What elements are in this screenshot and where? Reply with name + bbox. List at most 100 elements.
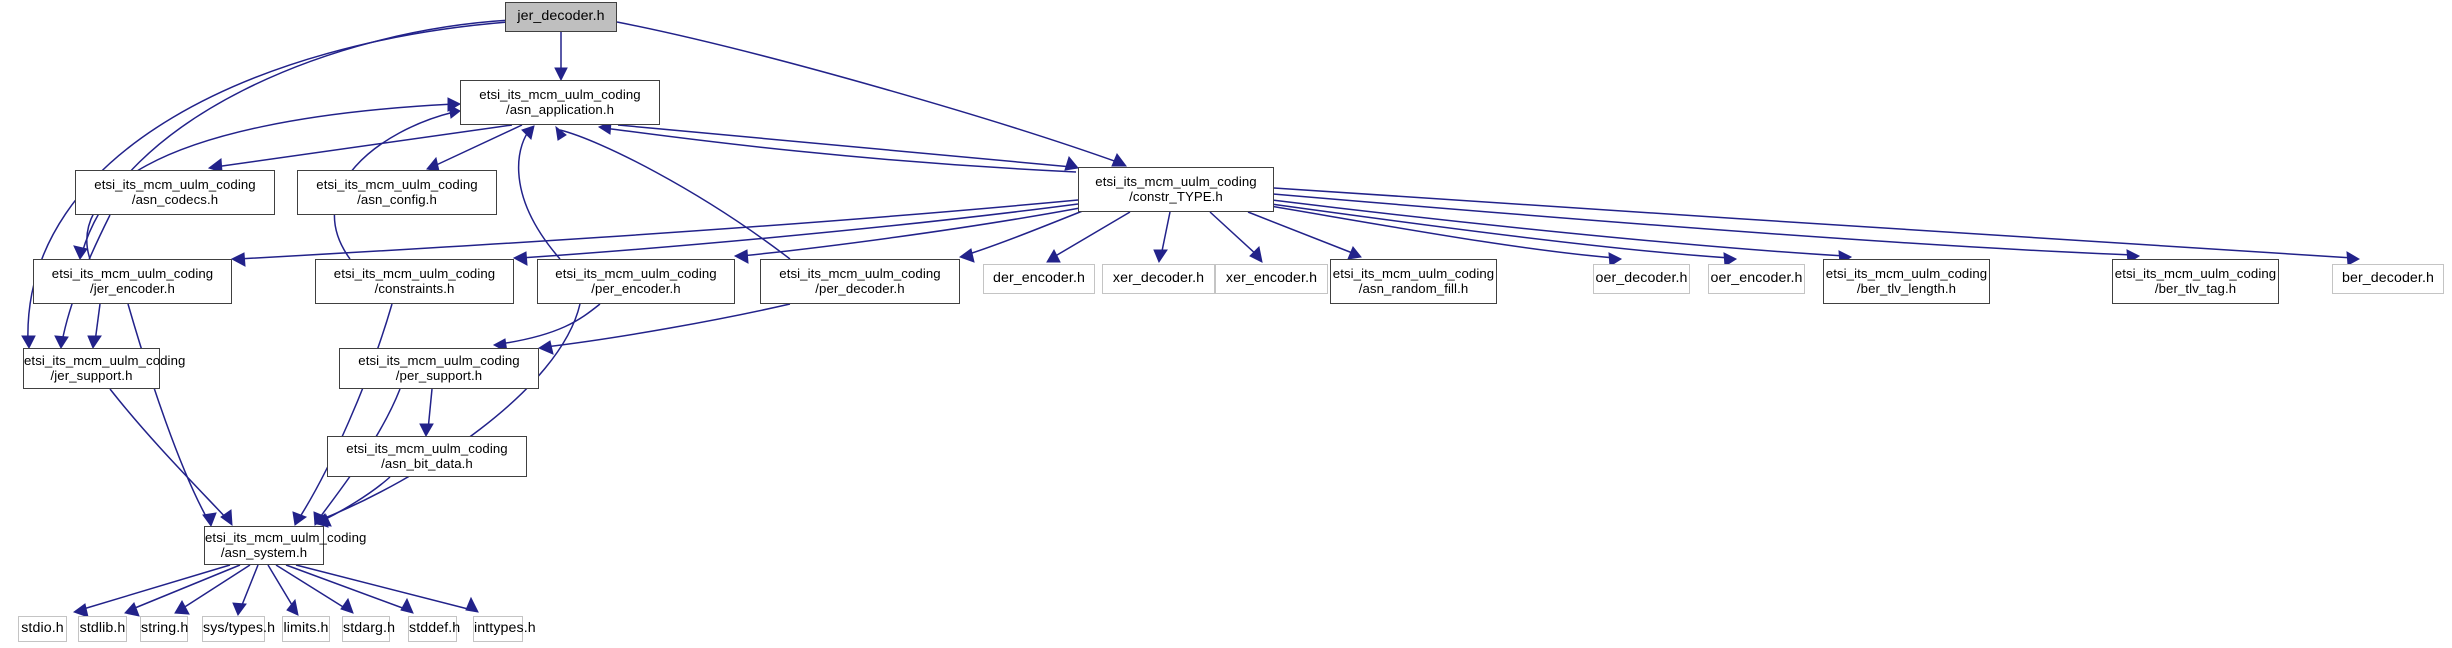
node-oer_encoder[interactable]: oer_encoder.h — [1708, 264, 1805, 294]
node-jer_support[interactable]: etsi_its_mcm_uulm_coding /jer_support.h — [23, 348, 186, 389]
node-oer_decoder[interactable]: oer_decoder.h — [1593, 264, 1690, 294]
arrowhead — [400, 597, 414, 614]
edge-asn_bit_data-to-asn_system — [315, 476, 391, 527]
node-label: string.h — [141, 620, 189, 637]
edge-per_encoder-to-per_support — [492, 303, 601, 353]
node-string[interactable]: string.h — [140, 616, 188, 642]
node-label: oer_encoder.h — [1710, 270, 1803, 287]
arrowhead — [733, 249, 749, 264]
arrowhead — [87, 335, 102, 350]
node-label: xer_decoder.h — [1112, 270, 1205, 287]
edge-constr_TYPE-to-constraints — [512, 203, 1079, 266]
edge-constr_TYPE-to-asn_random_fill — [1247, 211, 1362, 260]
node-jer_decoder[interactable]: jer_decoder.h — [505, 2, 617, 32]
node-constraints[interactable]: etsi_its_mcm_uulm_coding /constraints.h — [315, 259, 514, 304]
arrowhead — [419, 423, 434, 438]
node-label: etsi_its_mcm_uulm_coding /per_decoder.h — [779, 265, 941, 296]
node-label: stdlib.h — [79, 620, 126, 637]
node-xer_encoder[interactable]: xer_encoder.h — [1215, 264, 1328, 294]
node-inttypes[interactable]: inttypes.h — [473, 616, 536, 642]
edge-asn_application-to-asn_codecs — [207, 124, 513, 173]
node-label: etsi_its_mcm_uulm_coding /jer_support.h — [24, 352, 186, 383]
node-stdio[interactable]: stdio.h — [18, 616, 67, 642]
arrowhead — [1249, 245, 1263, 263]
arrowhead — [554, 67, 568, 82]
edge-constr_TYPE-to-xer_encoder — [1209, 211, 1263, 263]
node-ber_tlv_length[interactable]: etsi_its_mcm_uulm_coding /ber_tlv_length… — [1823, 259, 1990, 304]
edge-constr_TYPE-to-per_encoder — [733, 207, 1081, 264]
edge-constr_TYPE-to-der_encoder — [1046, 211, 1131, 263]
edge-jer_encoder-to-jer_support — [87, 303, 102, 350]
node-limits[interactable]: limits.h — [282, 616, 330, 642]
node-label: xer_encoder.h — [1225, 270, 1318, 287]
node-label: limits.h — [283, 620, 329, 637]
node-label: ber_decoder.h — [2341, 270, 2434, 287]
edge-asn_system-to-stdlib — [124, 564, 241, 617]
node-label: etsi_its_mcm_uulm_coding /constraints.h — [333, 265, 496, 296]
arrowhead — [512, 251, 528, 266]
edge-jer_decoder-to-jer_encoder — [73, 19, 513, 260]
node-per_decoder[interactable]: etsi_its_mcm_uulm_coding /per_decoder.h — [760, 259, 960, 304]
edge-constr_TYPE-to-xer_decoder — [1153, 211, 1171, 264]
node-stddef[interactable]: stddef.h — [408, 616, 460, 642]
node-label: etsi_its_mcm_uulm_coding /ber_tlv_length… — [1825, 265, 1988, 296]
node-systypes[interactable]: sys/types.h — [202, 616, 276, 642]
arrowhead — [521, 125, 535, 140]
edge-jer_encoder-to-asn_system — [127, 303, 217, 528]
arrowhead — [73, 245, 88, 260]
edge-constraints-to-asn_system — [292, 303, 393, 526]
node-label: inttypes.h — [474, 620, 536, 637]
edge-per_encoder-to-asn_application — [517, 125, 561, 260]
node-label: oer_decoder.h — [1595, 270, 1688, 287]
edge-asn_system-to-stdio — [72, 564, 231, 618]
edge-asn_application-to-constr_TYPE — [617, 124, 1079, 171]
arrowhead — [54, 335, 69, 350]
node-stdlib[interactable]: stdlib.h — [78, 616, 127, 642]
edge-jer_support-to-asn_system — [109, 388, 233, 527]
arrowhead — [315, 514, 332, 527]
edge-per_support-to-asn_bit_data — [419, 388, 434, 438]
node-label: etsi_its_mcm_uulm_coding /asn_codecs.h — [94, 176, 256, 207]
arrowhead — [1046, 248, 1061, 263]
arrowhead — [1064, 155, 1079, 171]
arrowhead — [232, 602, 247, 617]
arrowhead — [340, 597, 354, 614]
node-label: sys/types.h — [203, 620, 276, 637]
node-asn_config[interactable]: etsi_its_mcm_uulm_coding /asn_config.h — [297, 170, 497, 215]
node-label: etsi_its_mcm_uulm_coding /asn_config.h — [316, 176, 478, 207]
arrowhead — [555, 125, 567, 141]
edge-asn_system-to-inttypes — [295, 564, 479, 613]
arrowhead — [292, 511, 308, 526]
node-label: etsi_its_mcm_uulm_coding /asn_bit_data.h — [346, 440, 508, 471]
node-constr_TYPE[interactable]: etsi_its_mcm_uulm_coding /constr_TYPE.h — [1078, 167, 1274, 212]
arrowhead — [1111, 153, 1127, 167]
node-asn_codecs[interactable]: etsi_its_mcm_uulm_coding /asn_codecs.h — [75, 170, 275, 215]
node-asn_random_fill[interactable]: etsi_its_mcm_uulm_coding /asn_random_fil… — [1330, 259, 1497, 304]
node-stdarg[interactable]: stdarg.h — [342, 616, 395, 642]
node-label: etsi_its_mcm_uulm_coding /per_encoder.h — [555, 265, 717, 296]
edge-constr_TYPE-to-asn_application — [597, 121, 1077, 173]
node-label: etsi_its_mcm_uulm_coding /asn_applicatio… — [479, 86, 641, 117]
node-ber_decoder[interactable]: ber_decoder.h — [2332, 264, 2444, 294]
edge-constr_TYPE-to-ber_tlv_length — [1271, 199, 1853, 265]
node-label: etsi_its_mcm_uulm_coding /jer_encoder.h — [51, 265, 214, 296]
edge-asn_system-to-systypes — [232, 564, 259, 617]
node-ber_tlv_tag[interactable]: etsi_its_mcm_uulm_coding /ber_tlv_tag.h — [2112, 259, 2279, 304]
node-label: etsi_its_mcm_uulm_coding /ber_tlv_tag.h — [2114, 265, 2277, 296]
node-label: jer_decoder.h — [517, 8, 605, 25]
node-der_encoder[interactable]: der_encoder.h — [983, 264, 1095, 294]
node-jer_encoder[interactable]: etsi_its_mcm_uulm_coding /jer_encoder.h — [33, 259, 232, 304]
arrowhead — [958, 248, 975, 263]
node-label: etsi_its_mcm_uulm_coding /constr_TYPE.h — [1095, 173, 1257, 204]
node-per_support[interactable]: etsi_its_mcm_uulm_coding /per_support.h — [339, 348, 539, 389]
edge-constr_TYPE-to-per_decoder — [958, 209, 1086, 263]
edge-per_decoder-to-asn_application — [555, 125, 791, 260]
node-xer_decoder[interactable]: xer_decoder.h — [1102, 264, 1215, 294]
node-per_encoder[interactable]: etsi_its_mcm_uulm_coding /per_encoder.h — [537, 259, 735, 304]
edge-asn_application-to-asn_config — [426, 124, 523, 172]
arrowhead — [465, 596, 479, 613]
node-asn_bit_data[interactable]: etsi_its_mcm_uulm_coding /asn_bit_data.h — [327, 436, 527, 477]
node-asn_system[interactable]: etsi_its_mcm_uulm_coding /asn_system.h — [204, 526, 366, 565]
node-asn_application[interactable]: etsi_its_mcm_uulm_coding /asn_applicatio… — [460, 80, 660, 125]
